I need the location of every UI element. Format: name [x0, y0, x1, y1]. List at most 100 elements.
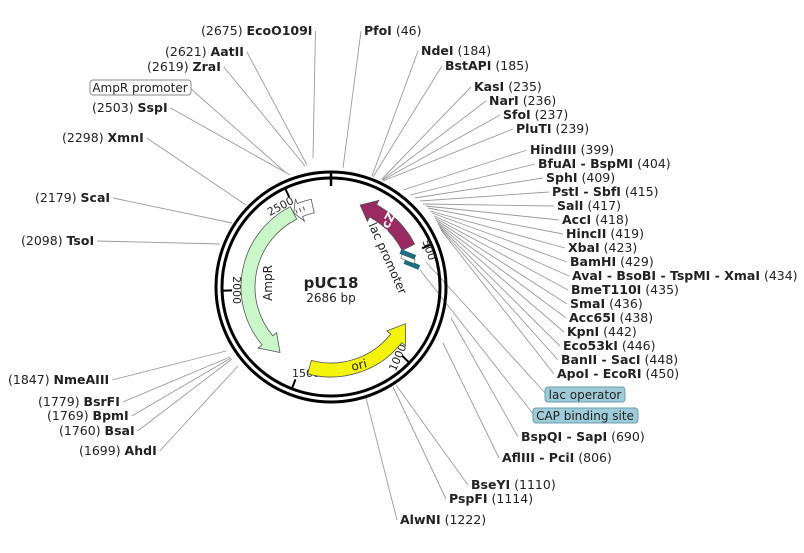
leader-line — [442, 342, 500, 459]
feature-arrow-ampr — [240, 206, 298, 353]
site-label-aatii: (2621) AatII — [165, 44, 244, 59]
leader-line — [450, 317, 519, 438]
leader-line — [392, 386, 447, 500]
leader-line — [223, 66, 306, 167]
site-label-ahdi: (1699) AhdI — [79, 443, 157, 458]
leader-line — [427, 207, 564, 235]
site-label-xbai: XbaI (423) — [568, 240, 637, 255]
leader-line — [439, 227, 559, 361]
site-label-bpmi: (1769) BpmI — [47, 408, 129, 423]
ampr-promoter-hatch — [295, 205, 308, 214]
site-label-bsai: (1760) BsaI — [59, 423, 135, 438]
leader-line — [170, 107, 291, 176]
feature-label-ori: ori — [350, 356, 369, 373]
site-label-pfoi: PfoI (46) — [364, 23, 421, 38]
leader-line — [402, 149, 528, 191]
site-label-zrai: (2619) ZraI — [147, 59, 221, 74]
leader-line — [437, 223, 565, 333]
site-label-sspi: (2503) SspI — [92, 100, 168, 115]
leader-line — [189, 87, 286, 173]
site-label-tsoi: (2098) TsoI — [21, 233, 94, 248]
leader-line — [122, 356, 231, 403]
site-label-eco53ki: Eco53kI (446) — [563, 338, 656, 353]
leader-line — [97, 240, 221, 245]
site-label-hindiii: HindIII (399) — [530, 142, 614, 157]
leader-line — [438, 225, 561, 347]
feature-arrow-lacz — [359, 199, 416, 252]
plasmid-size: 2686 bp — [306, 291, 356, 305]
site-label-bmet110i: BmeT110I (435) — [571, 282, 679, 297]
site-label-scai: (2179) ScaI — [35, 190, 110, 205]
leader-line — [435, 219, 568, 305]
site-label-sali: SalI (417) — [557, 198, 621, 213]
site-label-kpni: KpnI (442) — [567, 324, 637, 339]
leader-line — [440, 229, 555, 375]
leader-line — [429, 210, 566, 249]
leader-line — [436, 221, 567, 319]
svg-text:CAP binding site: CAP binding site — [536, 409, 634, 423]
tick-label: 500 — [419, 238, 438, 262]
site-label-avai-bsobi-tspmi-xmai: AvaI - BsoBI - TspMI - XmaI (434) — [572, 268, 798, 283]
site-label-bfuai-bspmi: BfuAI - BspMI (404) — [538, 156, 671, 171]
site-label-bstapi: BstAPI (185) — [445, 58, 529, 73]
leader-line — [381, 86, 472, 180]
leader-line — [131, 357, 232, 417]
site-label-sfoi: SfoI (237) — [503, 107, 568, 122]
lac-promoter-marks — [399, 249, 421, 270]
site-label-bseyi: BseYI (1110) — [471, 477, 556, 492]
leader-line — [246, 51, 308, 166]
tick-mark — [284, 187, 291, 198]
leader-line — [342, 30, 362, 169]
site-label-bsrfi: (1779) BsrFI — [38, 394, 120, 409]
feature-label-ampr: AmpR — [261, 265, 275, 301]
tick-mark — [421, 243, 432, 250]
site-label-afliii-pcii: AflIII - PciI (806) — [502, 450, 612, 465]
leader-line — [434, 217, 569, 291]
boxed-label-cap-binding-site: CAP binding site — [532, 407, 639, 424]
leader-line — [146, 137, 247, 206]
site-label-psti-sbfi: PstI - SbfI (415) — [552, 184, 659, 199]
site-label-alwni: AlwNI (1222) — [400, 512, 486, 527]
leader-lines — [97, 30, 570, 521]
boxed-label-lac-operator: lac operator — [544, 386, 626, 403]
site-label-ndei: NdeI (184) — [421, 43, 491, 58]
site-label-pspfi: PspFI (1114) — [449, 491, 533, 506]
site-label-pluti: PluTI (239) — [516, 121, 589, 136]
leader-line — [112, 350, 227, 381]
leader-line — [419, 191, 550, 202]
site-label-kasi: KasI (235) — [474, 79, 542, 94]
site-label-bamhi: BamHI (429) — [570, 254, 654, 269]
site-label-acci: AccI (418) — [562, 212, 629, 227]
leader-line — [422, 203, 555, 207]
leader-line — [409, 163, 536, 196]
site-label-apoi-ecori: ApoI - EcoRI (450) — [557, 366, 679, 381]
leader-line — [365, 397, 398, 521]
leader-line — [312, 30, 316, 159]
feature-arrow-ori — [307, 323, 406, 378]
svg-text:AmpR promoter: AmpR promoter — [92, 81, 187, 95]
site-label-sphi: SphI (409) — [546, 170, 615, 185]
leader-line — [425, 205, 560, 221]
site-label-smai: SmaI (436) — [570, 296, 643, 311]
tick-mark — [401, 355, 411, 364]
site-label-acc65i: Acc65I (438) — [569, 310, 653, 325]
feature-arrows — [240, 198, 416, 378]
leader-line — [433, 215, 570, 277]
plasmid-name: pUC18 — [304, 274, 359, 292]
site-label-hincii: HincII (419) — [566, 226, 644, 241]
leader-line — [431, 212, 568, 263]
tick-label: 2000 — [230, 276, 243, 304]
site-label-ecoo109i: (2675) EcoO109I — [201, 23, 312, 38]
leader-line — [137, 358, 233, 432]
leader-line — [414, 177, 544, 199]
svg-text:lac operator: lac operator — [549, 388, 622, 402]
site-label-banii-saci: BanII - SacI (448) — [561, 352, 678, 367]
leader-line — [381, 100, 487, 181]
leader-line — [159, 365, 239, 452]
site-label-xmni: (2298) XmnI — [62, 130, 144, 145]
site-label-nmeaiii: (1847) NmeAIII — [8, 372, 109, 387]
leader-line — [371, 50, 419, 177]
leader-line — [372, 65, 443, 178]
boxed-label-ampr-promoter: AmpR promoter — [89, 79, 192, 96]
